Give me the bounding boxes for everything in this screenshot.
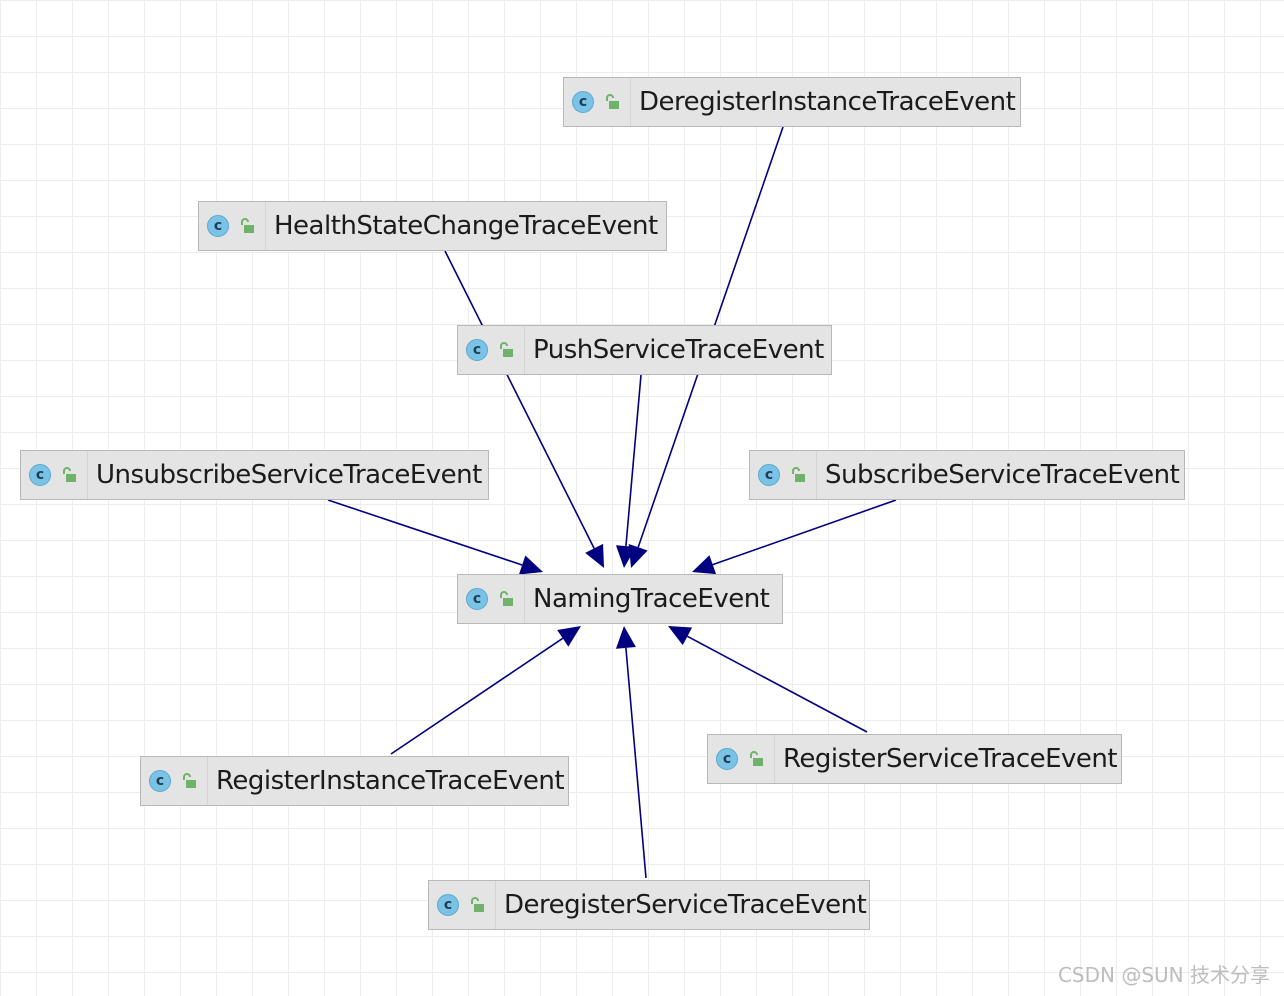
class-icon: c — [29, 464, 51, 486]
edge-line — [327, 499, 523, 566]
edge-line — [390, 637, 564, 755]
class-node-deregister-instance[interactable]: c DeregisterInstanceTraceEvent — [563, 77, 1021, 127]
node-icons: c — [708, 735, 774, 783]
node-icons: c — [564, 78, 630, 126]
inheritance-edge-subscribe-service — [692, 499, 897, 575]
watermark: CSDN @SUN 技术分享 — [1057, 963, 1270, 987]
inheritance-edge-push-service — [615, 374, 642, 568]
edge-line — [444, 250, 595, 549]
inheritance-edge-register-instance — [390, 626, 581, 755]
edge-line — [687, 635, 868, 733]
class-node-register-service[interactable]: c RegisterServiceTraceEvent — [707, 734, 1122, 784]
class-name: RegisterInstanceTraceEvent — [207, 757, 568, 805]
inheritance-edge-health-state-change — [444, 250, 604, 568]
class-node-unsubscribe-service[interactable]: c UnsubscribeServiceTraceEvent — [20, 450, 489, 500]
arrowhead — [557, 626, 581, 647]
class-icon: c — [207, 215, 229, 237]
public-lock-icon — [500, 591, 513, 606]
public-lock-icon — [471, 897, 484, 912]
class-icon: c — [466, 588, 488, 610]
public-lock-icon — [241, 218, 254, 233]
class-node-push-service[interactable]: c PushServiceTraceEvent — [457, 325, 832, 375]
class-name: RegisterServiceTraceEvent — [774, 735, 1121, 783]
class-node-deregister-service[interactable]: c DeregisterServiceTraceEvent — [428, 880, 870, 930]
node-icons: c — [458, 326, 524, 374]
arrowhead — [585, 543, 604, 568]
class-node-subscribe-service[interactable]: c SubscribeServiceTraceEvent — [749, 450, 1185, 500]
edge-line — [625, 647, 647, 879]
arrowhead — [668, 626, 693, 646]
edge-line — [625, 374, 642, 547]
node-icons: c — [21, 451, 87, 499]
public-lock-icon — [183, 773, 196, 788]
class-icon: c — [758, 464, 780, 486]
class-name: DeregisterServiceTraceEvent — [495, 881, 869, 929]
class-name: NamingTraceEvent — [524, 575, 782, 623]
class-node-health-state-change[interactable]: c HealthStateChangeTraceEvent — [198, 201, 667, 251]
class-node-naming-trace-event[interactable]: c NamingTraceEvent — [457, 574, 783, 624]
arrowhead — [615, 626, 636, 649]
class-name: SubscribeServiceTraceEvent — [816, 451, 1184, 499]
class-icon: c — [437, 894, 459, 916]
node-icons: c — [199, 202, 265, 250]
inheritance-edge-deregister-service — [615, 626, 647, 879]
class-icon: c — [149, 770, 171, 792]
class-name: UnsubscribeServiceTraceEvent — [87, 451, 488, 499]
public-lock-icon — [792, 467, 805, 482]
edge-line — [712, 499, 897, 566]
class-icon: c — [466, 339, 488, 361]
node-icons: c — [429, 881, 495, 929]
node-icons: c — [141, 757, 207, 805]
arrowhead — [692, 555, 717, 575]
public-lock-icon — [63, 467, 76, 482]
class-name: HealthStateChangeTraceEvent — [265, 202, 666, 250]
node-icons: c — [458, 575, 524, 623]
class-name: DeregisterInstanceTraceEvent — [630, 78, 1020, 126]
public-lock-icon — [500, 342, 513, 357]
class-icon: c — [572, 91, 594, 113]
class-node-register-instance[interactable]: c RegisterInstanceTraceEvent — [140, 756, 569, 806]
class-icon: c — [716, 748, 738, 770]
public-lock-icon — [606, 94, 619, 109]
public-lock-icon — [750, 751, 763, 766]
arrowhead — [518, 555, 543, 575]
inheritance-edge-register-service — [668, 626, 868, 733]
arrowhead — [615, 545, 636, 568]
class-name: PushServiceTraceEvent — [524, 326, 831, 374]
node-icons: c — [750, 451, 816, 499]
inheritance-edge-unsubscribe-service — [327, 499, 543, 575]
